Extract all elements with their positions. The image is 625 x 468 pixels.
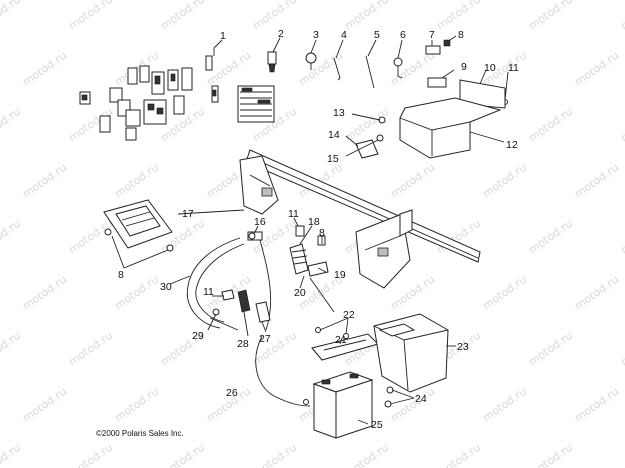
watermark-text: motod.ru (572, 273, 621, 313)
callout-3: 3 (313, 29, 319, 41)
callout-4: 4 (341, 29, 347, 41)
callout-12: 12 (506, 139, 518, 151)
callout-8c: 8 (118, 269, 124, 281)
callout-30: 30 (160, 281, 172, 293)
decal-stack (237, 85, 275, 123)
callout-8: 8 (458, 29, 464, 41)
callout-22: 22 (343, 309, 355, 321)
callout-10: 10 (484, 62, 496, 74)
battery-box (373, 313, 449, 408)
watermark-text: motod.ru (526, 105, 575, 145)
callout-14: 14 (328, 129, 340, 141)
watermark-text: motod.ru (572, 385, 621, 425)
watermark-text: motod.ru (526, 329, 575, 369)
callout-13: 13 (333, 107, 345, 119)
watermark-text: motod.ru (158, 441, 207, 468)
watermark-text: motod.ru (0, 441, 23, 468)
watermark-text: motod.ru (112, 385, 161, 425)
watermark-text: motod.ru (66, 329, 115, 369)
watermark-text: motod.ru (20, 385, 69, 425)
callout-5: 5 (374, 29, 380, 41)
callout-19: 19 (334, 269, 346, 281)
callout-7: 7 (429, 29, 435, 41)
watermark-text: motod.ru (342, 0, 391, 32)
callout-18: 18 (308, 216, 320, 228)
watermark-text: motod.ru (20, 49, 69, 89)
callout-9: 9 (461, 61, 467, 73)
watermark-text: motod.ru (250, 0, 299, 32)
watermark-text: motod.ru (572, 49, 621, 89)
watermark-text: motod.ru (0, 329, 23, 369)
watermark-text: motod.ru (572, 161, 621, 201)
watermark-text: motod.ru (0, 105, 23, 145)
watermark-text: motod.ru (20, 161, 69, 201)
battery-bracket (355, 77, 506, 159)
callout-21: 21 (335, 334, 347, 346)
watermark-text: motod.ru (618, 105, 625, 145)
callout-11b: 11 (288, 208, 299, 220)
watermark-text: motod.ru (66, 441, 115, 468)
relay-fuse-cluster (79, 48, 219, 141)
watermark-text: motod.ru (526, 217, 575, 257)
watermark-text: motod.ru (388, 273, 437, 313)
callout-16: 16 (254, 216, 266, 228)
callout-layer: 1 2 3 4 5 6 7 8 9 10 11 12 13 14 15 16 1… (118, 28, 519, 431)
watermark-text: motod.ru (342, 441, 391, 468)
watermark-text: motod.ru (250, 441, 299, 468)
callout-24: 24 (415, 393, 427, 405)
watermark-text: motod.ru (66, 217, 115, 257)
callout-2: 2 (278, 28, 284, 40)
small-electrical (248, 225, 329, 277)
watermark-text: motod.ru (618, 441, 625, 468)
copyright-notice: ©2000 Polaris Sales Inc. (96, 429, 184, 438)
callout-11: 11 (508, 62, 519, 74)
watermark-text: motod.ru (480, 161, 529, 201)
callout-27: 27 (259, 333, 271, 345)
callout-29: 29 (192, 330, 204, 342)
frame-rail (239, 149, 481, 289)
watermark-text: motod.ru (158, 0, 207, 32)
watermark-text: motod.ru (112, 161, 161, 201)
watermark-text: motod.ru (0, 0, 23, 32)
callout-8b: 8 (319, 227, 325, 239)
watermark-text: motod.ru (480, 273, 529, 313)
callout-26: 26 (226, 387, 238, 399)
callout-17: 17 (182, 208, 194, 220)
watermark-text: motod.ru (434, 441, 483, 468)
callout-1: 1 (220, 30, 226, 42)
callout-23: 23 (457, 341, 469, 353)
watermark-text: motod.ru (296, 49, 345, 89)
watermark-text: motod.ru (388, 161, 437, 201)
callout-25: 25 (371, 419, 383, 431)
callout-6: 6 (400, 29, 406, 41)
control-module (103, 199, 174, 252)
watermark-text: motod.ru (66, 0, 115, 32)
callout-15: 15 (327, 153, 339, 165)
watermark-text: motod.ru (526, 0, 575, 32)
watermark-text: motod.ru (20, 273, 69, 313)
watermark-text: motod.ru (526, 441, 575, 468)
leader-lines (111, 35, 509, 425)
watermark-text: motod.ru (0, 217, 23, 257)
watermark-text: motod.ru (480, 385, 529, 425)
callout-11c: 11 (203, 286, 214, 298)
battery (303, 371, 374, 439)
watermark-text: motod.ru (618, 0, 625, 32)
hold-down-bracket (311, 327, 379, 361)
callout-28: 28 (237, 338, 249, 350)
callout-20: 20 (294, 287, 306, 299)
watermark-text: motod.ru (618, 217, 625, 257)
watermark-text: motod.ru (434, 0, 483, 32)
watermark-text: motod.ru (618, 329, 625, 369)
